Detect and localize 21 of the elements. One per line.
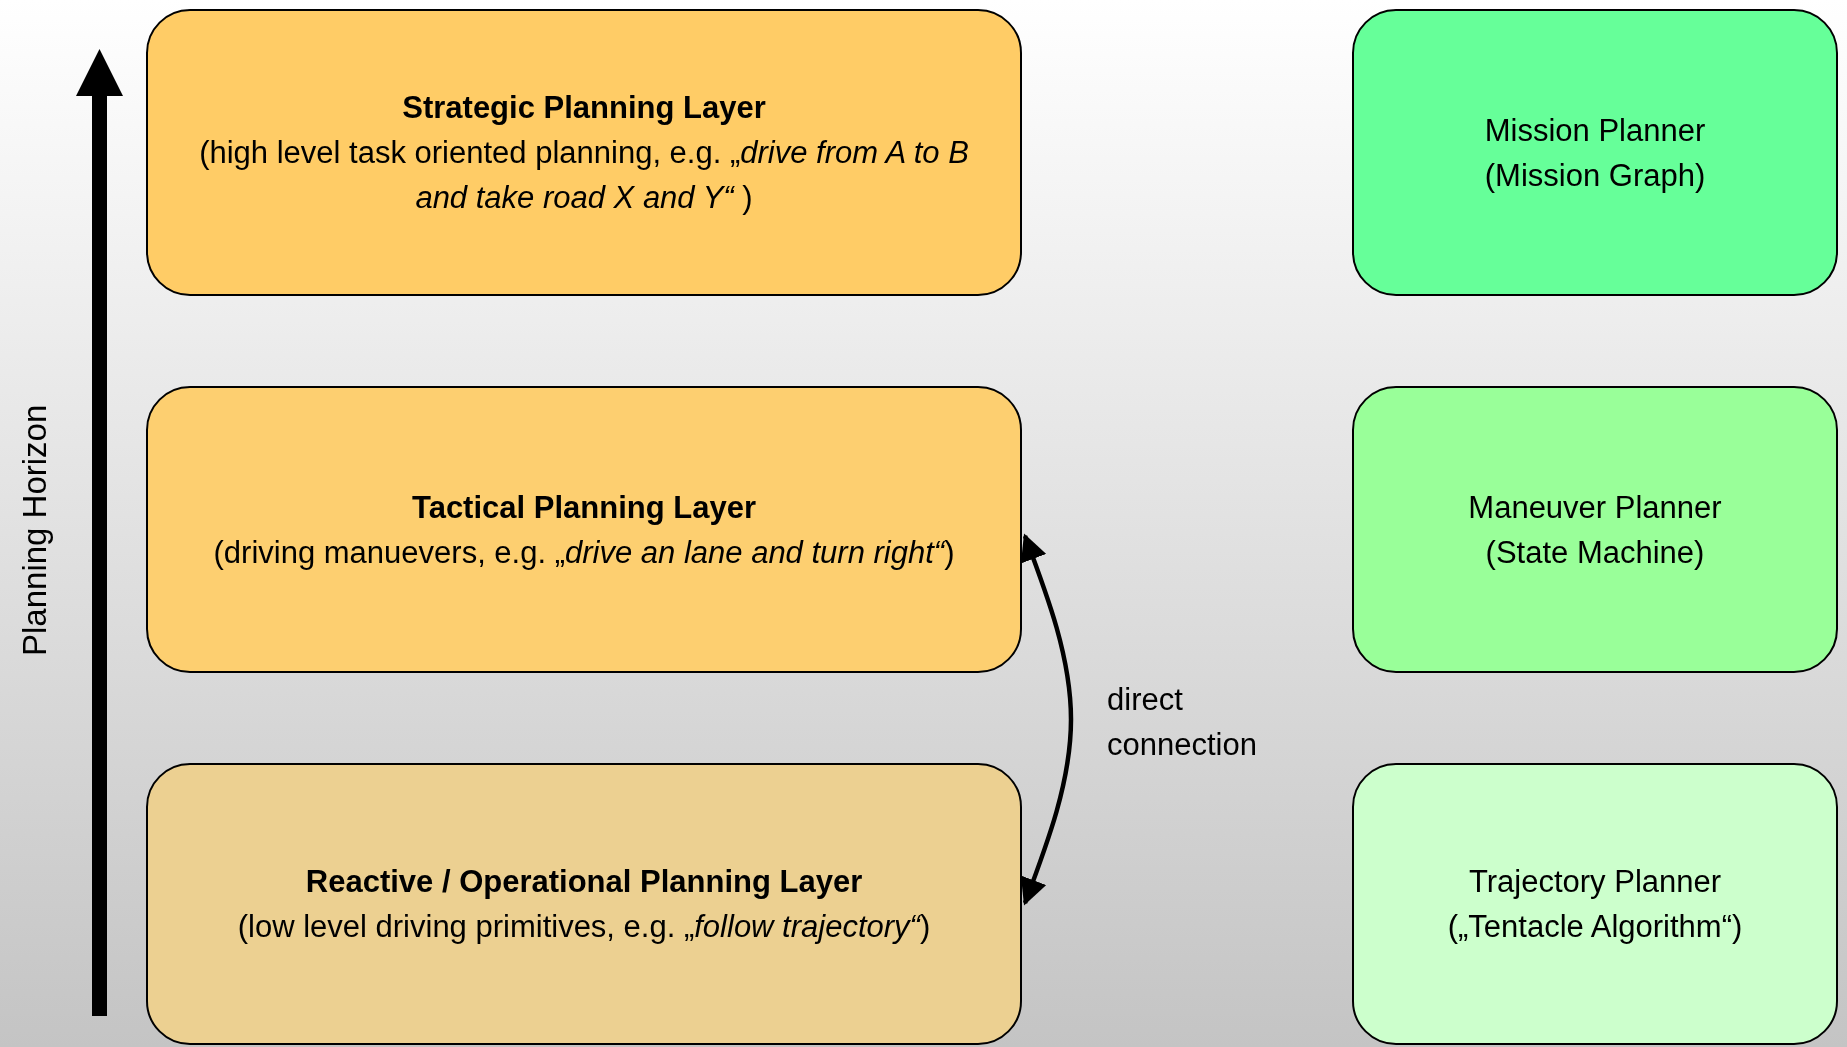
description-text: (high level task oriented planning, e.g. „drive from A to B and take road X and Y“ )	[198, 134, 970, 217]
planner-box	[1352, 763, 1838, 1045]
layer-title: Reactive / Operational Planning Layer	[305, 863, 863, 901]
layer-title: Tactical Planning Layer	[412, 488, 756, 527]
layer-title: Strategic Planning Layer	[402, 89, 766, 127]
axis-label: Planning Horizon	[16, 406, 54, 656]
double-arrow	[1020, 533, 1074, 906]
layer-box	[146, 386, 1022, 673]
planner-name: Trajectory Planner	[1468, 863, 1722, 901]
edge-label: direct connection	[1107, 680, 1258, 764]
description-text: (State Machine)	[1485, 533, 1705, 572]
description-text: (low level driving primitives, e.g. „follow trajectory“)	[237, 908, 931, 946]
planner-name: Mission Planner	[1484, 111, 1706, 150]
description-text: („Tentacle Algorithm“)	[1447, 908, 1743, 946]
planner-box	[1352, 386, 1838, 673]
description-text: (driving manuevers, e.g. „drive an lane and turn right“)	[213, 533, 955, 572]
layer-box	[146, 763, 1022, 1045]
planner-box	[1352, 9, 1838, 296]
description-text: (Mission Graph)	[1484, 156, 1706, 195]
planner-name: Maneuver Planner	[1468, 488, 1722, 527]
layer-box	[146, 9, 1022, 296]
